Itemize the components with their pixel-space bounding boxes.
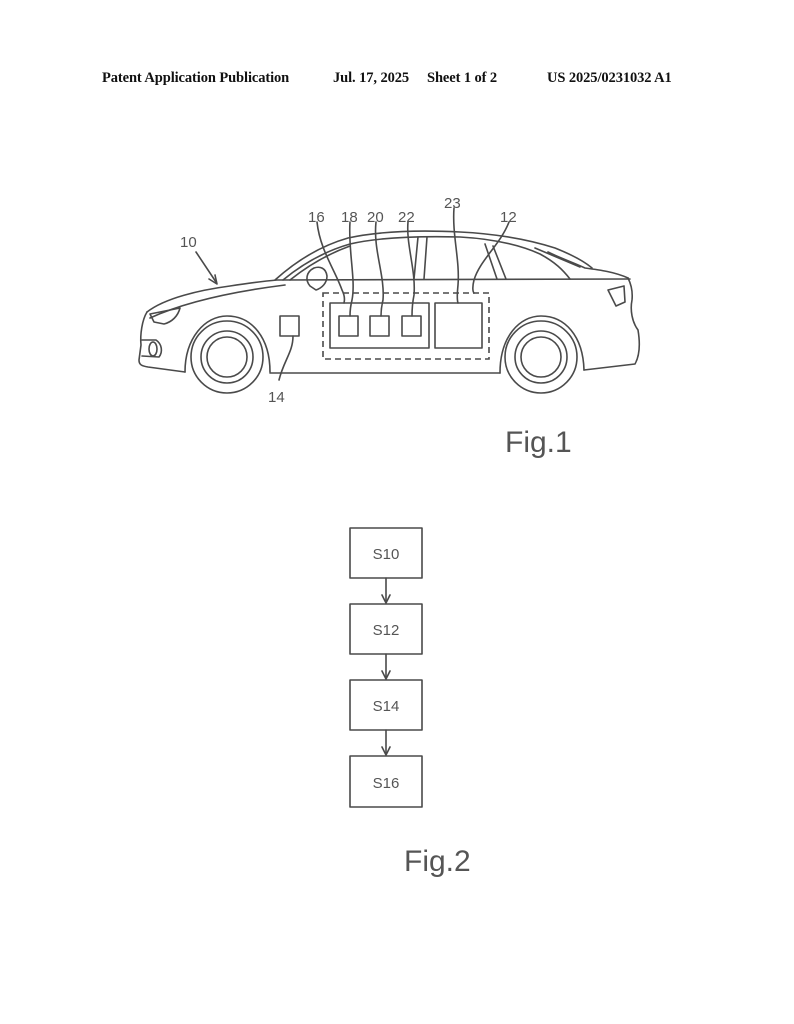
side-mirror	[306, 266, 328, 291]
step-box-s16: S16	[349, 755, 423, 808]
ref-18-label: 18	[341, 209, 358, 226]
b-pillar	[413, 236, 428, 280]
front-tyre-inner	[200, 330, 254, 384]
leader-14	[278, 335, 294, 381]
module-20-box	[369, 315, 390, 337]
ref-22-label: 22	[398, 209, 415, 226]
step-s16-frame	[349, 755, 423, 808]
vehicle-body	[138, 230, 641, 374]
leader-23	[452, 207, 460, 304]
rear-wheel	[504, 320, 578, 394]
front-wheel-arch	[184, 315, 271, 373]
leader-10	[195, 251, 217, 283]
roof-inner	[282, 235, 571, 281]
step-s14-label: S14	[373, 698, 400, 715]
roof-outer	[274, 230, 593, 281]
rear-bumper	[583, 277, 641, 371]
fog-lamp-ring	[148, 341, 158, 357]
step-box-s10: S10	[349, 527, 423, 579]
a-pillar	[289, 245, 351, 281]
ref-10-label: 10	[180, 234, 197, 251]
leader-12	[472, 221, 510, 294]
control-unit-16-box	[329, 302, 430, 349]
header-publication-number: US 2025/0231032 A1	[547, 70, 672, 86]
leader-18	[348, 221, 354, 317]
figure-1: 10 14 16 18 20 22 23 12 Fig.1	[138, 195, 641, 459]
step-s10-label: S10	[373, 546, 400, 563]
ref-12-label: 12	[500, 209, 517, 226]
rear-wheel-arch	[499, 315, 585, 374]
front-tyre-outer	[190, 320, 264, 394]
ref-20-label: 20	[367, 209, 384, 226]
leader-16	[316, 221, 346, 304]
fog-light	[141, 339, 163, 358]
front-wheel	[190, 320, 264, 394]
component-14-box	[279, 315, 300, 337]
arrowhead-s14	[381, 670, 391, 680]
system-12-dashed-boundary	[322, 292, 490, 360]
step-s16-label: S16	[373, 775, 400, 792]
headlight	[149, 307, 181, 325]
arrowhead-s12	[381, 594, 391, 604]
ref-23-label: 23	[444, 195, 461, 212]
ref-14-label: 14	[268, 389, 285, 406]
front-nose	[138, 311, 186, 373]
figure-2-caption: Fig.2	[404, 845, 471, 878]
front-rim	[206, 336, 248, 378]
leader-10-arrowhead	[208, 274, 218, 285]
module-22-box	[401, 315, 422, 337]
leader-22	[406, 221, 416, 317]
unit-23-box	[434, 302, 483, 349]
header-date: Jul. 17, 2025	[333, 70, 410, 86]
figure-1-caption: Fig.1	[505, 426, 572, 459]
arrowhead-s16	[381, 746, 391, 756]
ref-16-label: 16	[308, 209, 325, 226]
hood-line	[146, 278, 631, 313]
rear-deck	[547, 251, 629, 279]
step-box-s14: S14	[349, 679, 423, 731]
rear-rim	[520, 336, 562, 378]
figure-2: S10 S12 S14 S16 Fig.2	[349, 527, 471, 878]
step-s12-label: S12	[373, 622, 400, 639]
header-publication-type: Patent Application Publication	[102, 70, 290, 86]
c-pillar	[484, 243, 507, 280]
hood-crease	[149, 284, 286, 319]
header-sheet: Sheet 1 of 2	[427, 70, 498, 86]
module-18-box	[338, 315, 359, 337]
step-box-s12: S12	[349, 603, 423, 655]
rear-tyre-outer	[504, 320, 578, 394]
rear-spoiler	[534, 247, 581, 268]
tail-light	[607, 285, 626, 307]
rear-tyre-inner	[514, 330, 568, 384]
leader-20	[374, 221, 384, 317]
